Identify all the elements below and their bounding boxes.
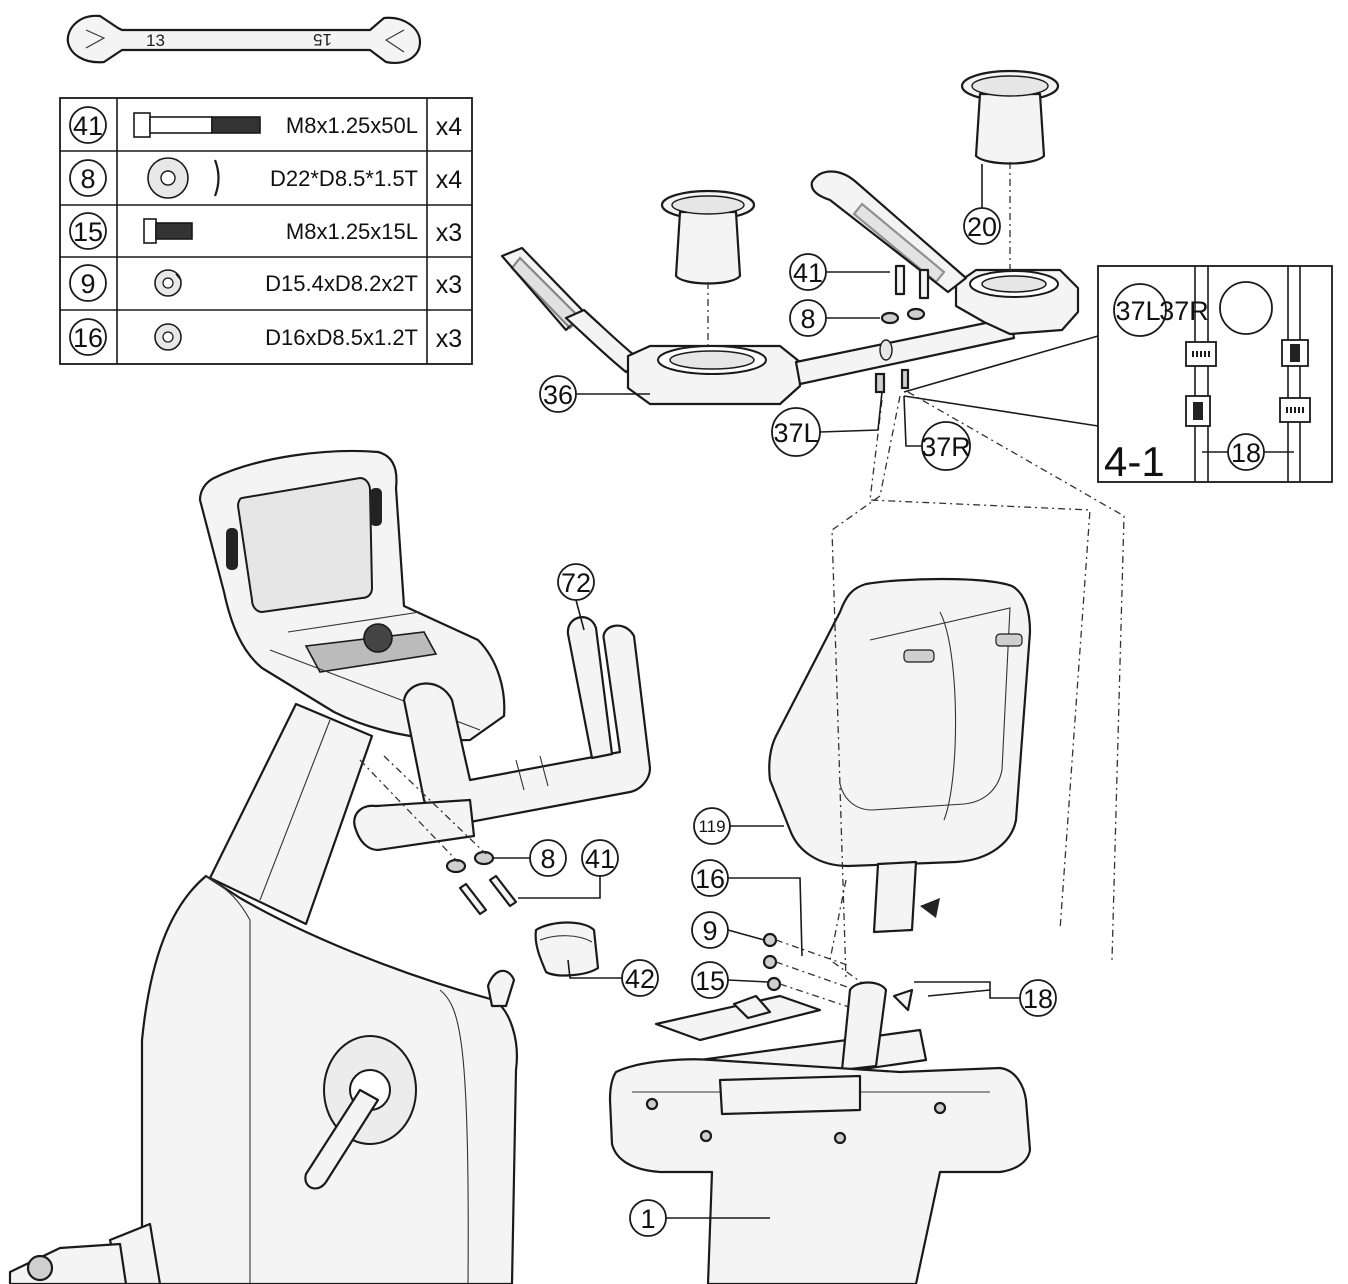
callout-37R: 37R: [903, 395, 971, 471]
callout-8-top: 8: [789, 299, 880, 337]
part-qty: x3: [436, 219, 462, 247]
part-qty: x3: [436, 271, 462, 299]
detail-4-1: 37L 37R 4-1 18: [1097, 265, 1333, 485]
part-qty: x4: [436, 113, 463, 141]
handlebar-cap-right: [960, 69, 1060, 165]
front-handlebar: [353, 616, 652, 852]
svg-text:1: 1: [640, 1204, 655, 1234]
callout-72: 72: [557, 563, 595, 631]
part-spec: M8x1.25x15L: [286, 219, 418, 244]
svg-text:72: 72: [561, 568, 591, 598]
console-mast: [198, 449, 506, 926]
bike-body: [8, 874, 518, 1284]
svg-text:16: 16: [695, 864, 725, 894]
wrench-icon: 13 15: [66, 14, 422, 64]
detail-title: 4-1: [1104, 438, 1165, 485]
table-row: 41 M8x1.25x50L x4: [69, 106, 463, 144]
svg-text:41: 41: [793, 258, 823, 288]
seat-back: [768, 577, 1032, 934]
callout-41-top: 41: [789, 253, 890, 291]
part-spec: D22*D8.5*1.5T: [270, 166, 418, 191]
detail-label-18: 18: [1231, 438, 1261, 468]
mast-bolts: [445, 850, 518, 916]
callout-15: 15: [691, 961, 769, 999]
svg-text:41: 41: [585, 844, 615, 874]
svg-text:20: 20: [967, 212, 997, 242]
part-number: 9: [80, 269, 95, 299]
part-spec: M8x1.25x50L: [286, 113, 418, 138]
wrench-size-right: 15: [313, 30, 332, 49]
split-washer-icon: [154, 269, 182, 297]
table-row: 8 D22*D8.5*1.5T x4: [69, 157, 463, 199]
svg-text:37L: 37L: [773, 418, 818, 448]
svg-text:8: 8: [540, 844, 555, 874]
callout-36: 36: [539, 375, 650, 413]
detail-label-37L: 37L: [1115, 296, 1160, 326]
side-handlebar: [500, 170, 1080, 406]
callout-37L: 37L: [771, 391, 883, 457]
crossbar-bolts: [874, 264, 930, 394]
svg-text:18: 18: [1023, 984, 1053, 1014]
callout-1: 1: [629, 1199, 770, 1237]
callout-8-mid: 8: [492, 839, 567, 877]
part-qty: x4: [436, 166, 463, 194]
seat-bolts: [762, 932, 853, 1009]
wrench-size-left: 13: [146, 31, 165, 50]
hardware-table: 41 M8x1.25x50L x4 8 D22*D8.5*1.5T x4 1: [59, 97, 473, 365]
part-qty: x3: [436, 325, 462, 353]
part-number: 41: [73, 111, 103, 141]
callout-18: 18: [914, 979, 1057, 1017]
svg-text:36: 36: [543, 380, 573, 410]
svg-text:119: 119: [698, 817, 725, 836]
table-row: 16 D16xD8.5x1.2T x3: [69, 318, 462, 356]
washer-icon: [147, 157, 220, 199]
callout-16: 16: [691, 859, 803, 957]
handlebar-cap-left: [660, 189, 756, 285]
long-bolt-icon: [133, 112, 261, 138]
svg-text:42: 42: [625, 964, 655, 994]
table-row: 9 D15.4xD8.2x2T x3: [69, 264, 462, 302]
callout-20: 20: [963, 164, 1001, 245]
part-number: 8: [80, 164, 95, 194]
short-bolt-icon: [143, 218, 193, 244]
detail-label-37R: 37R: [1159, 296, 1209, 326]
svg-text:9: 9: [702, 916, 717, 946]
callout-41-mid: 41: [518, 839, 619, 899]
cover-42: [534, 921, 600, 977]
main-frame: [608, 1058, 1032, 1284]
part-number: 16: [73, 323, 103, 353]
callout-42: 42: [567, 959, 659, 997]
table-row: 15 M8x1.25x15L x3: [69, 212, 462, 250]
svg-text:15: 15: [695, 966, 725, 996]
part-number: 15: [73, 217, 103, 247]
callout-9: 9: [691, 911, 765, 949]
callout-119: 119: [693, 807, 784, 845]
svg-text:37R: 37R: [921, 432, 971, 462]
svg-text:8: 8: [800, 304, 815, 334]
part-spec: D15.4xD8.2x2T: [265, 271, 418, 296]
part-spec: D16xD8.5x1.2T: [265, 325, 418, 350]
flat-washer-icon: [154, 323, 182, 351]
